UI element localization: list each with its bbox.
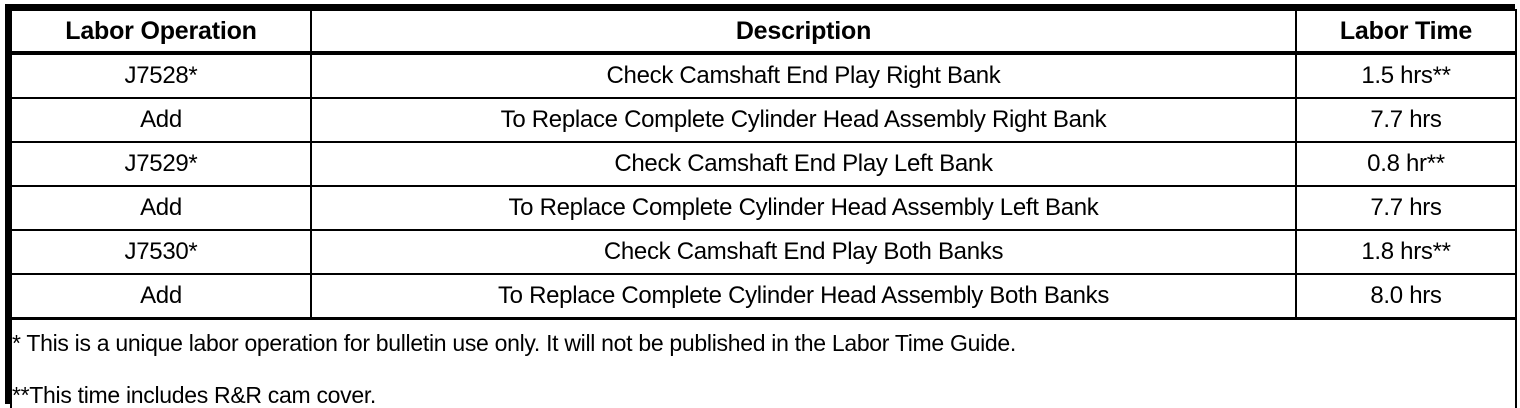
cell-labor-time: 0.8 hr** <box>1295 141 1517 187</box>
description-value: Check Camshaft End Play Left Bank <box>614 150 993 177</box>
table-row: J7530* Check Camshaft End Play Both Bank… <box>10 229 1517 275</box>
description-value: To Replace Complete Cylinder Head Assemb… <box>500 106 1107 133</box>
column-header-labor-time-label: Labor Time <box>1339 17 1473 45</box>
description-value: Check Camshaft End Play Both Banks <box>603 238 1004 265</box>
cell-labor-time: 7.7 hrs <box>1295 97 1517 143</box>
cell-labor-time: 7.7 hrs <box>1295 185 1517 231</box>
cell-description: Check Camshaft End Play Both Banks <box>310 229 1297 275</box>
footnotes-cell: * This is a unique labor operation for b… <box>10 317 1517 408</box>
table-header-row: Labor Operation Description Labor Time <box>10 9 1517 55</box>
labor-operation-value: Add <box>140 106 182 133</box>
column-header-labor-operation-label: Labor Operation <box>65 17 257 45</box>
column-header-description-label: Description <box>735 17 872 45</box>
cell-labor-time: 1.5 hrs** <box>1295 52 1517 99</box>
labor-time-value: 1.5 hrs** <box>1361 62 1451 89</box>
table-row: J7529* Check Camshaft End Play Left Bank… <box>10 141 1517 187</box>
cell-description: To Replace Complete Cylinder Head Assemb… <box>310 97 1297 143</box>
table-body: J7528* Check Camshaft End Play Right Ban… <box>10 52 1517 408</box>
labor-operation-value: Add <box>140 194 182 221</box>
cell-labor-operation: J7529* <box>10 141 312 187</box>
table-header: Labor Operation Description Labor Time <box>10 9 1517 55</box>
footnote-row: * This is a unique labor operation for b… <box>10 317 1517 408</box>
description-value: Check Camshaft End Play Right Bank <box>606 62 1001 89</box>
footnote-single-asterisk: * This is a unique labor operation for b… <box>12 330 1016 356</box>
table-row: Add To Replace Complete Cylinder Head As… <box>10 185 1517 231</box>
labor-time-value: 0.8 hr** <box>1367 150 1445 177</box>
labor-operation-value: J7529* <box>124 150 198 177</box>
column-header-description: Description <box>310 9 1297 55</box>
table-row: J7528* Check Camshaft End Play Right Ban… <box>10 52 1517 99</box>
cell-description: Check Camshaft End Play Left Bank <box>310 141 1297 187</box>
labor-operation-table: Labor Operation Description Labor Time J… <box>10 9 1517 408</box>
cell-description: To Replace Complete Cylinder Head Assemb… <box>310 273 1297 320</box>
labor-time-value: 1.8 hrs** <box>1361 238 1451 265</box>
footnote-double-asterisk: **This time includes R&R cam cover. <box>12 382 377 408</box>
labor-time-value: 7.7 hrs <box>1370 194 1442 221</box>
cell-labor-time: 8.0 hrs <box>1295 273 1517 320</box>
table-row: Add To Replace Complete Cylinder Head As… <box>10 97 1517 143</box>
labor-time-value: 8.0 hrs <box>1370 282 1442 309</box>
cell-description: To Replace Complete Cylinder Head Assemb… <box>310 185 1297 231</box>
column-header-labor-time: Labor Time <box>1295 9 1517 55</box>
cell-labor-operation: Add <box>10 185 312 231</box>
cell-labor-operation: J7530* <box>10 229 312 275</box>
cell-labor-operation: Add <box>10 273 312 320</box>
cell-labor-operation: J7528* <box>10 52 312 99</box>
labor-operation-value: J7528* <box>124 62 198 89</box>
cell-labor-time: 1.8 hrs** <box>1295 229 1517 275</box>
labor-operation-value: Add <box>140 282 182 309</box>
table-row: Add To Replace Complete Cylinder Head As… <box>10 273 1517 320</box>
description-value: To Replace Complete Cylinder Head Assemb… <box>508 194 1099 221</box>
labor-operation-table-frame: Labor Operation Description Labor Time J… <box>5 4 1517 408</box>
column-header-labor-operation: Labor Operation <box>10 9 312 55</box>
labor-time-value: 7.7 hrs <box>1370 106 1442 133</box>
labor-operation-value: J7530* <box>124 238 198 265</box>
cell-description: Check Camshaft End Play Right Bank <box>310 52 1297 99</box>
cell-labor-operation: Add <box>10 97 312 143</box>
description-value: To Replace Complete Cylinder Head Assemb… <box>497 282 1110 309</box>
